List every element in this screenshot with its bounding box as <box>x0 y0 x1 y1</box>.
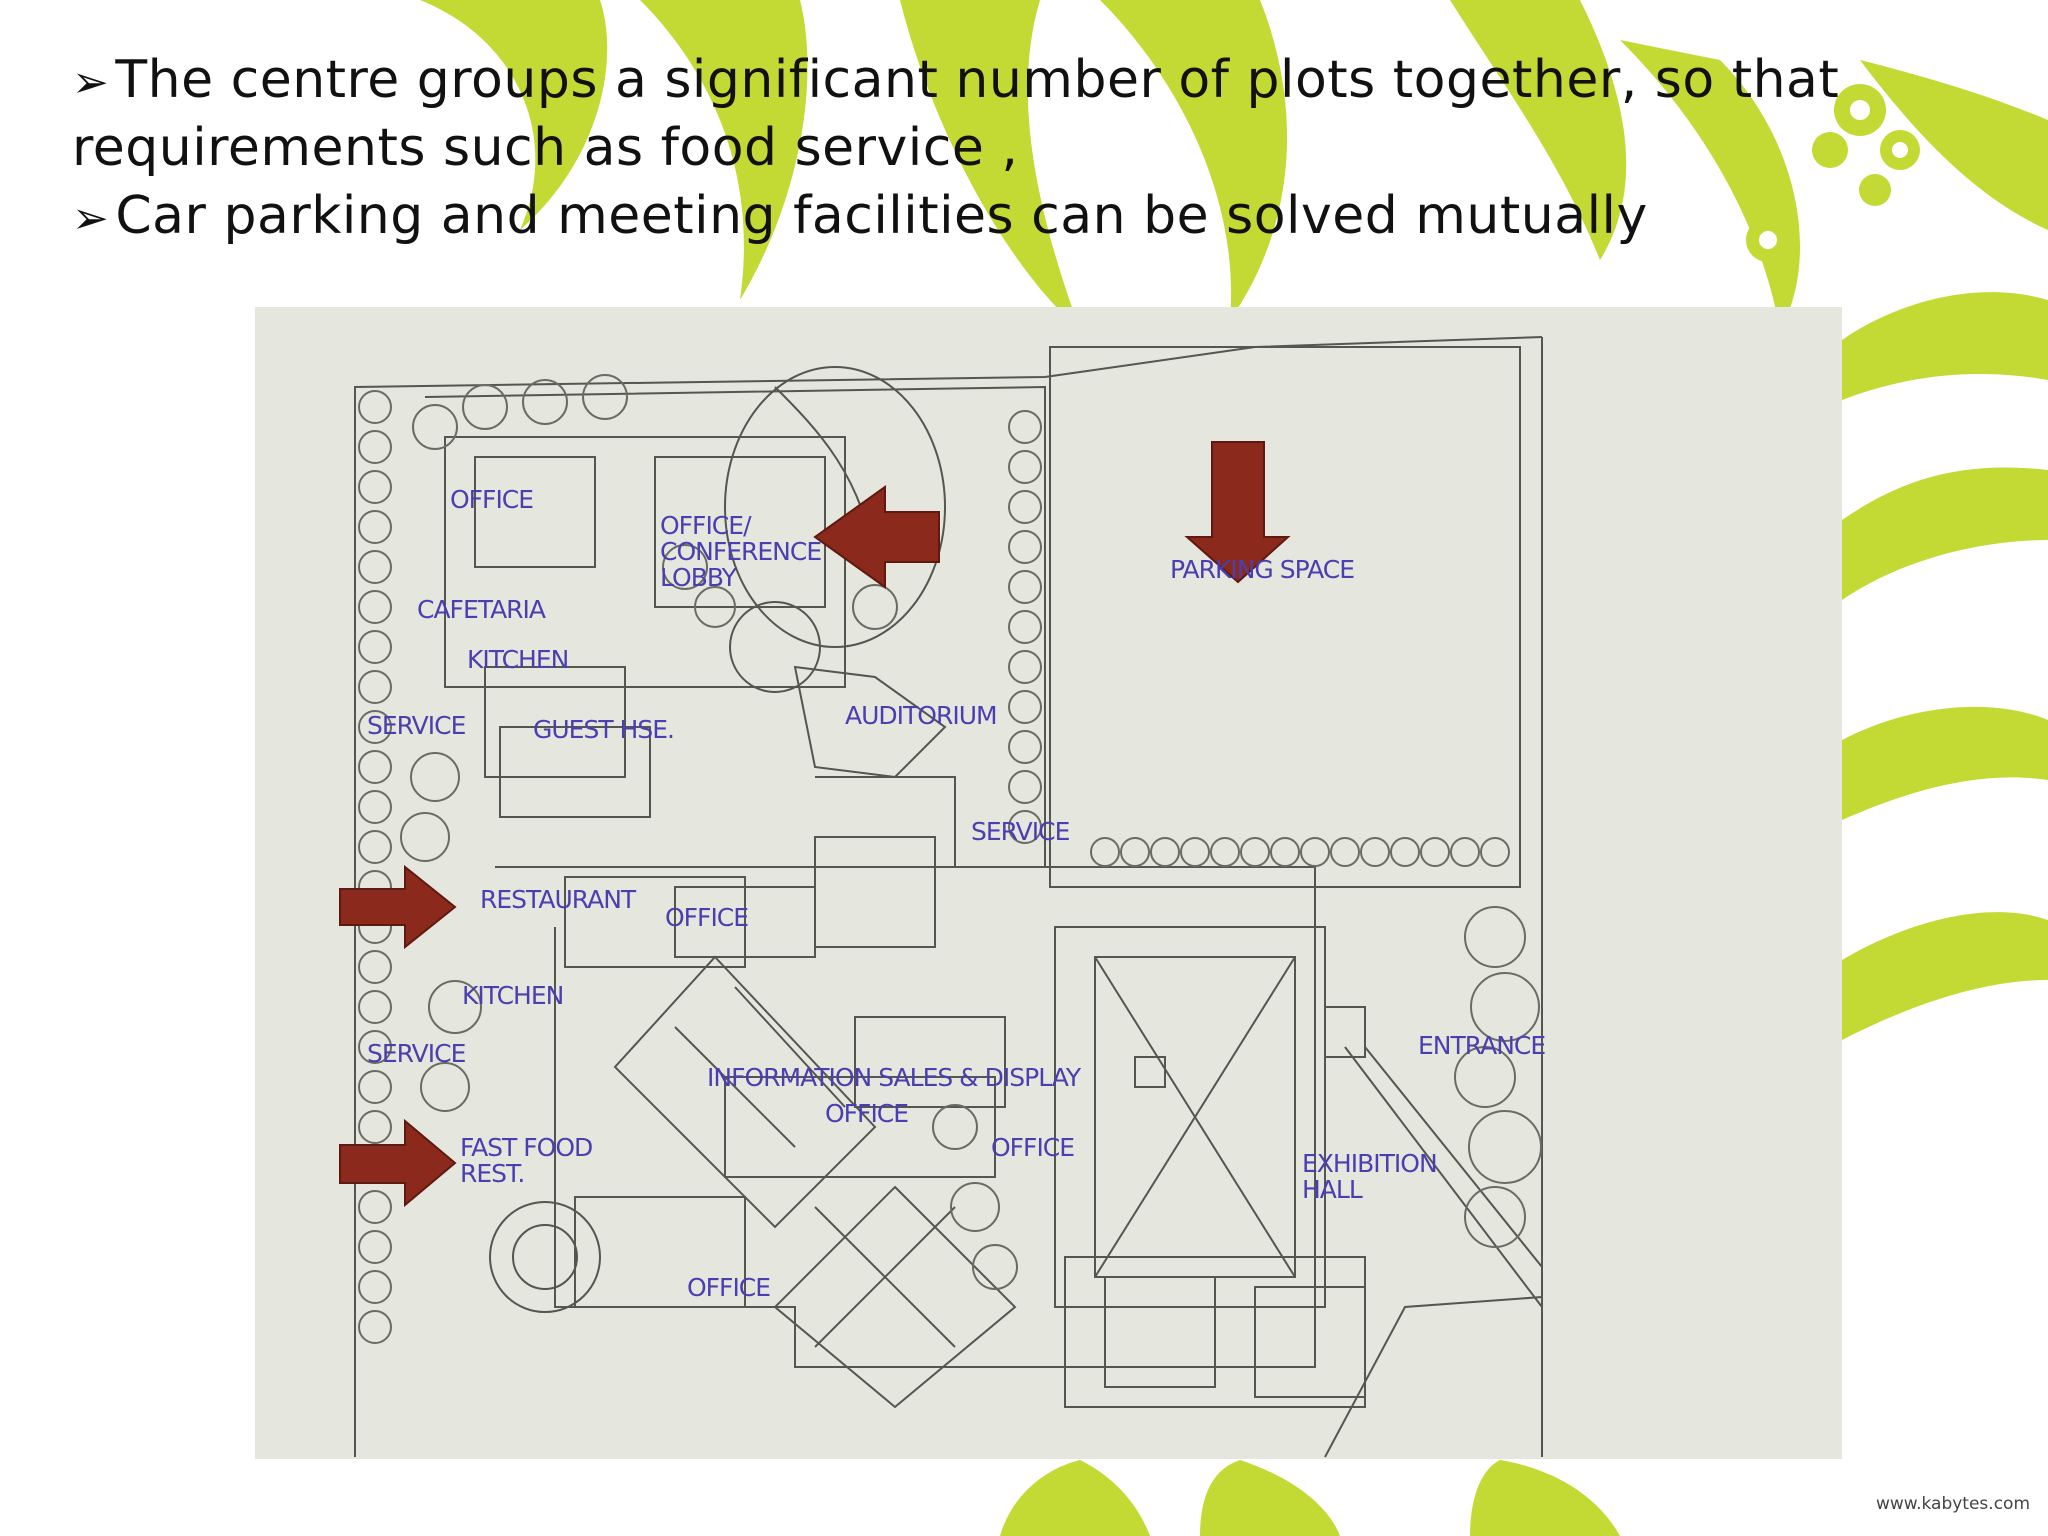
label-kitchen-bottom: KITCHEN <box>462 981 564 1010</box>
label-entrance: ENTRANCE <box>1418 1031 1546 1060</box>
label-kitchen-top: KITCHEN <box>467 645 569 674</box>
label-fast-food: FAST FOOD <box>460 1133 593 1162</box>
label-conference: CONFERENCE <box>660 537 822 566</box>
label-office-bottom: OFFICE <box>687 1273 771 1302</box>
label-service-mid: SERVICE <box>971 817 1070 846</box>
label-restaurant: RESTAURANT <box>480 885 636 914</box>
label-parking-space: PARKING SPACE <box>1170 555 1355 584</box>
label-exhibition-hall: HALL <box>1302 1175 1363 1204</box>
watermark: www.kabytes.com <box>1875 1494 2030 1514</box>
bullet-arrow-icon: ➢ <box>72 57 110 108</box>
label-service-bottom: SERVICE <box>367 1039 466 1068</box>
label-office-mid: OFFICE <box>665 903 749 932</box>
label-guest-house: GUEST HSE. <box>533 715 675 744</box>
label-cafetaria: CAFETARIA <box>417 595 546 624</box>
label-info-office: OFFICE <box>825 1099 909 1128</box>
site-plan-drawing <box>339 336 1543 1458</box>
label-office-right: OFFICE <box>991 1133 1075 1162</box>
label-office-conference: OFFICE/ <box>660 511 751 540</box>
label-auditorium: AUDITORIUM <box>845 701 998 730</box>
label-fast-food-rest: REST. <box>460 1159 525 1188</box>
label-information-sales: INFORMATION SALES & DISPLAY <box>707 1063 1081 1092</box>
label-service-left: SERVICE <box>367 711 466 740</box>
bullet-two-text: Car parking and meeting facilities can b… <box>115 186 1648 246</box>
site-plan: OFFICE OFFICE/ CONFERENCE LOBBY PARKING … <box>255 307 1842 1459</box>
bullet-one-text: The centre groups a significant number o… <box>115 50 1840 110</box>
bullet-one-line-one: ➢The centre groups a significant number … <box>72 46 1839 117</box>
label-office-top: OFFICE <box>450 485 534 514</box>
bullet-two: ➢Car parking and meeting facilities can … <box>72 182 1648 253</box>
bullet-arrow-icon: ➢ <box>72 193 110 244</box>
label-exhibition: EXHIBITION <box>1302 1149 1438 1178</box>
bullet-one-line-two: requirements such as food service , <box>72 118 1019 178</box>
label-lobby: LOBBY <box>660 563 737 592</box>
